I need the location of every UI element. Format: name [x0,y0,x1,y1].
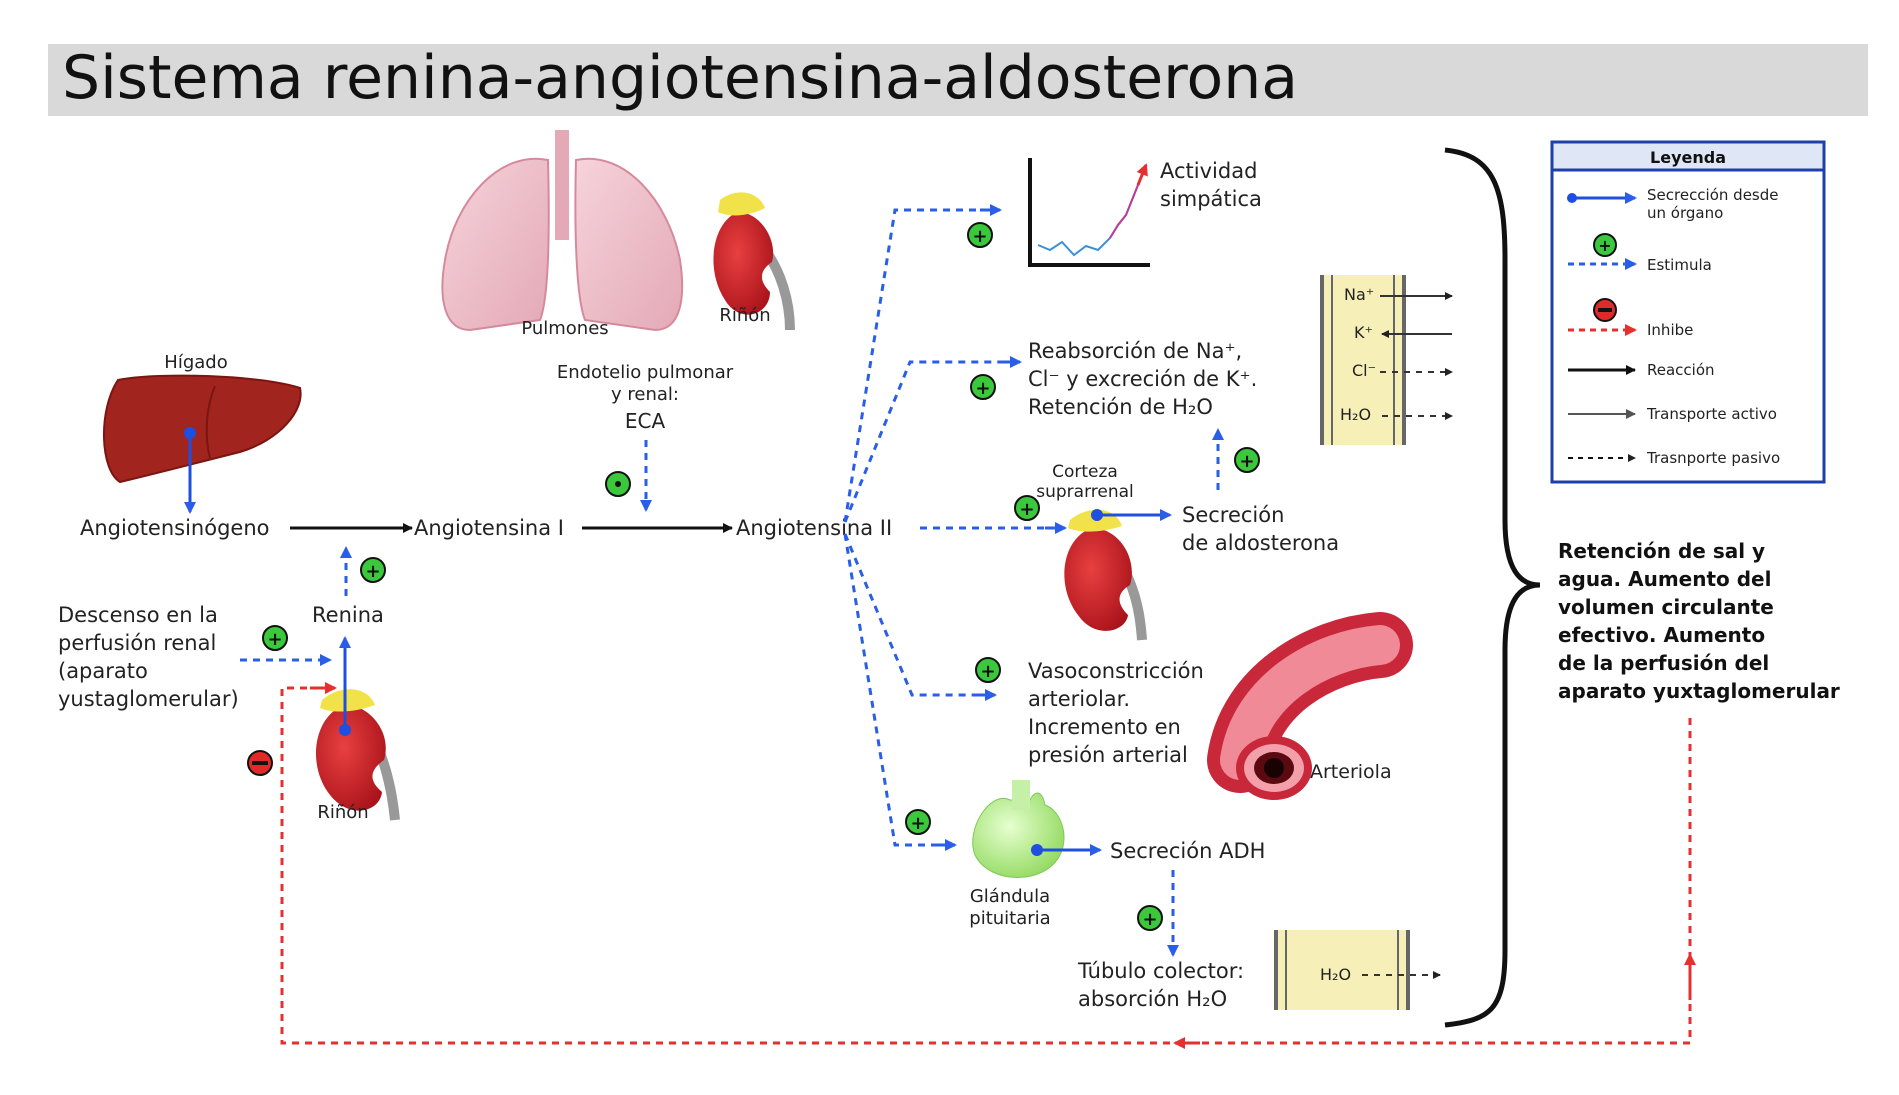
angiotensinogen-label: Angiotensinógeno [80,516,270,540]
membrane-h2o-label: H₂O [1340,405,1371,424]
sympathetic-label-2: simpática [1160,187,1262,211]
plus-badge-perfusion: + [262,625,288,651]
aldosterone-label-2: de aldosterona [1182,531,1339,555]
kidney-bottom-label: Riñón [317,802,368,823]
kidney-icon [315,689,400,821]
vasoconstriction-label-2: arteriolar. [1028,687,1130,711]
legend-secretion-label: Secrección desde [1647,186,1779,204]
legend-inhibit-label: Inhibe [1647,321,1693,339]
membrane-cl-label: Cl⁻ [1352,361,1376,380]
plus-badge-adrenal: + [1014,495,1040,521]
plus-badge-adh: + [1137,905,1163,931]
legend-title: Leyenda [1650,148,1726,167]
aldosterone-label-1: Secreción [1182,503,1284,527]
collecting-tubule-label-2: absorción H₂O [1078,987,1227,1011]
membrane-bottom-h2o-label: H₂O [1320,965,1351,984]
title-bar [48,44,1868,116]
legend-plus-badge: + [1593,233,1617,257]
svg-text:+: + [1142,909,1157,930]
sympathetic-label-1: Actividad [1160,159,1257,183]
angiotensin-ii-label: Angiotensina II [736,516,892,540]
legend-minus-badge [1593,298,1617,322]
plus-badge-vasoconstriction: + [975,657,1001,683]
adrenal-cortex-label-1: Corteza [1052,462,1118,482]
sympathetic-activity-graph-icon [1028,158,1150,267]
svg-text:+: + [980,661,995,682]
perfusion-drop-label-2: perfusión renal [58,631,216,655]
svg-text:+: + [1019,499,1034,520]
svg-text:+: + [1598,236,1611,255]
eca-label: ECA [625,409,666,433]
svg-text:+: + [365,561,380,582]
arteriole-label: Arteriola [1310,761,1392,783]
membrane-k-label: K⁺ [1354,323,1373,342]
tubule-membrane-icon [1274,930,1410,1010]
arteriole-icon [1207,612,1413,800]
pituitary-label-2: pituitaria [969,908,1050,929]
legend-active-transport-label: Transporte activo [1646,405,1777,423]
minus-badge-inhibit [247,750,273,776]
svg-text:+: + [1239,451,1254,472]
legend-stimulate-label: Estimula [1647,256,1712,274]
renin-label: Renina [312,603,384,627]
liver-icon [102,374,302,484]
kidney-top-label: Riñón [719,305,770,326]
pituitary-label-1: Glándula [970,886,1050,907]
result-brace [1444,147,1541,1028]
vasoconstriction-label-3: Incremento en [1028,715,1181,739]
plus-badge-renin: + [360,557,386,583]
collecting-tubule-label-1: Túbulo colector: [1077,959,1244,983]
legend-secretion-label-2: un órgano [1647,204,1723,222]
plus-badge-sympathetic: + [967,222,993,248]
plus-badge-aldosterone: + [1234,447,1260,473]
membrane-na-label: Na⁺ [1344,285,1374,304]
svg-text:+: + [975,378,990,399]
angiotensin-i-label: Angiotensina I [414,516,564,540]
vasoconstriction-label-1: Vasoconstricción [1028,659,1204,683]
vasoconstriction-label-4: presión arterial [1028,743,1188,767]
tubule-membrane-icon [1320,275,1406,445]
reabsorption-label-3: Retención de H₂O [1028,395,1213,419]
result-label-1: Retención de sal y [1558,539,1765,563]
svg-text:+: + [972,226,987,247]
adrenal-cortex-label-2: suprarrenal [1036,482,1134,502]
page-title: Sistema renina-angiotensina-aldosterona [62,43,1299,113]
reabsorption-label-2: Cl⁻ y excreción de K⁺. [1028,367,1257,391]
stimulus-branches [843,208,1055,847]
result-label-5: de la perfusión del [1558,651,1769,675]
lungs-label: Pulmones [521,318,608,339]
kidney-icon [1064,509,1147,641]
legend-passive-transport-label: Trasnporte pasivo [1646,449,1780,467]
perfusion-drop-label-4: yustaglomerular) [58,687,239,711]
lungs-icon [441,130,684,332]
perfusion-drop-label-3: (aparato [58,659,148,683]
svg-text:+: + [267,629,282,650]
result-label-2: agua. Aumento del [1558,567,1771,591]
pituitary-gland-icon [972,780,1065,878]
kidney-icon [713,192,795,331]
svg-text:+: + [910,813,925,834]
plus-badge-pituitary: + [905,809,931,835]
reabsorption-label-1: Reabsorción de Na⁺, [1028,339,1242,363]
legend-reaction-label: Reacción [1647,361,1715,379]
inhibit-feedback-line [280,686,1692,1045]
result-label-3: volumen circulante [1558,595,1774,619]
result-label-6: aparato yuxtaglomerular [1558,679,1840,703]
result-label-4: efectivo. Aumento [1558,623,1765,647]
endothelium-label-1: Endotelio pulmonar [557,362,734,383]
adh-secretion-label: Secreción ADH [1110,839,1265,863]
plus-badge-eca [605,471,631,497]
endothelium-label-2: y renal: [611,384,679,405]
perfusion-drop-label-1: Descenso en la [58,603,218,627]
plus-badge-reabsorption: + [970,374,996,400]
liver-label: Hígado [164,352,227,373]
